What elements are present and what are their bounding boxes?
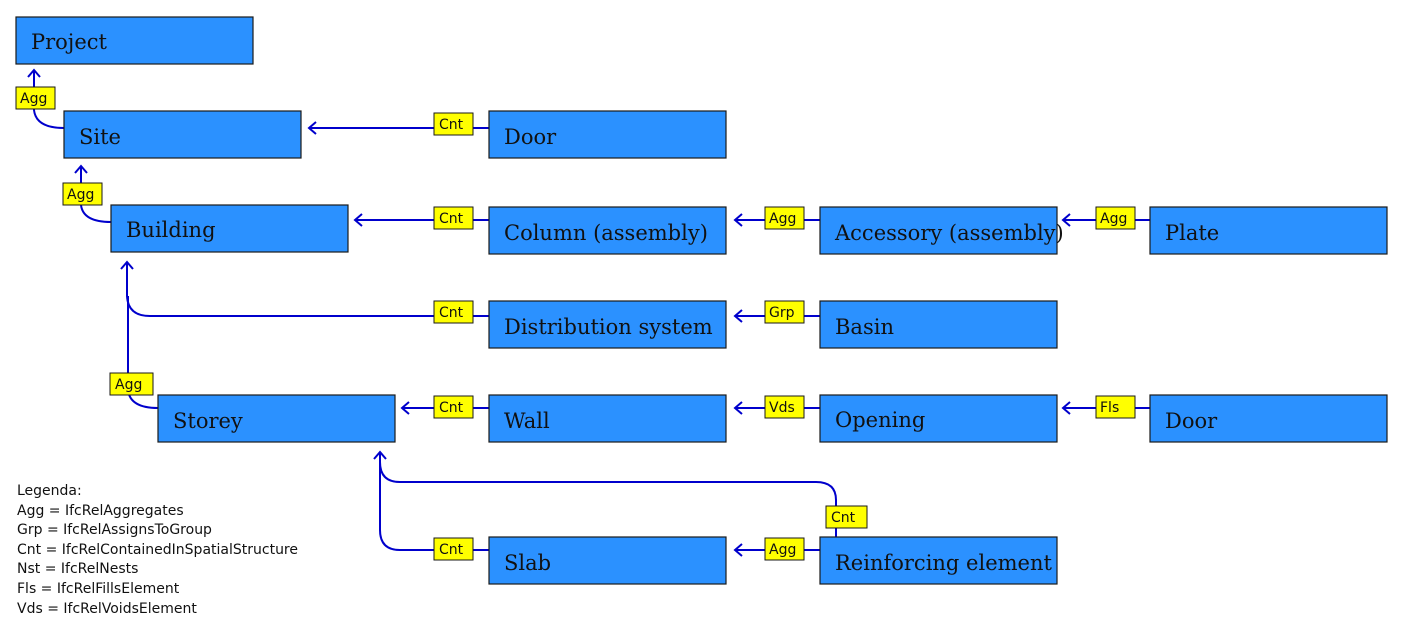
rel-label-reinforcing-slab: Agg (764, 537, 805, 561)
rel-label-text: Cnt (439, 542, 464, 558)
arrowhead-slab (733, 543, 743, 557)
node-opening: Opening (819, 394, 1058, 443)
node-label: Column (assembly) (504, 221, 708, 245)
rel-label-text: Fls (1100, 400, 1119, 416)
legend-item: Nst = IfcRelNests (17, 561, 139, 578)
legend-item: Grp = IfcRelAssignsToGroup (17, 522, 212, 539)
edge-reinforcing-storey (379, 452, 837, 537)
rel-label-text: Cnt (831, 510, 856, 526)
node-storey: Storey (157, 394, 396, 443)
rel-label-text: Cnt (439, 400, 464, 416)
rel-label-text: Cnt (439, 305, 464, 321)
node-label: Door (1165, 409, 1218, 433)
arrowhead-column (733, 213, 743, 227)
node-reinforcing-element: Reinforcing element (819, 536, 1058, 585)
node-door-bottom: Door (1149, 394, 1388, 443)
rel-label-text: Grp (769, 305, 795, 321)
arrowhead-site-bottom (74, 164, 88, 174)
legend-item: Vds = IfcRelVoidsElement (17, 600, 197, 617)
legend-item: Fls = IfcRelFillsElement (17, 580, 180, 597)
node-building: Building (110, 204, 349, 253)
arrowhead-storey-bottom (373, 450, 387, 460)
legend-item: Agg = IfcRelAggregates (17, 502, 184, 519)
arrowhead-wall (733, 401, 743, 415)
arrowhead-project (27, 68, 41, 78)
rel-label-accessory-column: Agg (764, 206, 805, 230)
arrowhead-opening (1061, 401, 1071, 415)
edge-slab-storey (379, 462, 489, 551)
rel-label-opening-wall: Vds (764, 395, 805, 419)
arrowhead-distribution (733, 309, 743, 323)
rel-label-storey-building: Agg (109, 372, 154, 396)
node-label: Storey (173, 409, 243, 433)
arrowhead-accessory (1061, 213, 1071, 227)
node-accessory-assembly: Accessory (assembly) (819, 206, 1064, 255)
rel-label-site-project: Agg (15, 86, 56, 110)
legend: Legenda: Agg = IfcRelAggregates Grp = If… (17, 482, 298, 619)
rel-label-text: Agg (67, 187, 94, 203)
rel-label-text: Agg (115, 377, 142, 393)
node-label: Project (31, 30, 108, 54)
arrowhead-storey (400, 401, 410, 415)
node-label: Basin (835, 315, 894, 339)
rel-label-text: Agg (1100, 211, 1127, 227)
edge-site-project (33, 70, 65, 129)
node-distribution-system: Distribution system (488, 300, 727, 349)
node-label: Plate (1165, 221, 1219, 245)
node-site: Site (63, 110, 302, 159)
rel-label-text: Agg (769, 542, 796, 558)
node-label: Reinforcing element (835, 551, 1052, 575)
node-plate: Plate (1149, 206, 1388, 255)
node-wall: Wall (488, 394, 727, 443)
rel-label-text: Agg (769, 211, 796, 227)
node-project: Project (15, 16, 254, 65)
legend-title: Legenda: (17, 483, 82, 499)
node-basin: Basin (819, 300, 1058, 349)
legend-item: Cnt = IfcRelContainedInSpatialStructure (17, 541, 298, 558)
node-column-assembly: Column (assembly) (488, 206, 727, 255)
rel-label-text: Cnt (439, 117, 464, 133)
rel-label-column-building: Cnt (433, 206, 474, 230)
rel-label-basin-distribution: Grp (764, 300, 805, 324)
node-label: Wall (504, 409, 550, 433)
rel-label-text: Agg (20, 91, 47, 107)
rel-label-text: Cnt (439, 211, 464, 227)
node-door-top: Door (488, 110, 727, 159)
rel-label-slab-storey: Cnt (433, 537, 474, 561)
rel-label-text: Vds (769, 400, 795, 416)
node-label: Slab (504, 551, 551, 575)
arrowhead-building (353, 213, 363, 227)
rel-label-distribution-building: Cnt (433, 300, 474, 324)
node-label: Building (126, 218, 216, 242)
rel-label-wall-storey: Cnt (433, 395, 474, 419)
rel-label-plate-accessory: Agg (1095, 206, 1136, 230)
node-label: Opening (835, 408, 925, 432)
rel-label-door-site: Cnt (433, 112, 474, 136)
node-label: Accessory (assembly) (834, 221, 1064, 245)
node-label: Distribution system (504, 315, 713, 339)
arrowhead-building-bottom (120, 260, 134, 270)
node-label: Site (79, 125, 121, 149)
rel-label-door-opening: Fls (1095, 395, 1136, 419)
rel-label-building-site: Agg (62, 182, 103, 206)
rel-label-reinforcing-storey: Cnt (825, 505, 868, 529)
arrowhead-site (307, 121, 317, 135)
node-slab: Slab (488, 536, 727, 585)
node-label: Door (504, 125, 557, 149)
